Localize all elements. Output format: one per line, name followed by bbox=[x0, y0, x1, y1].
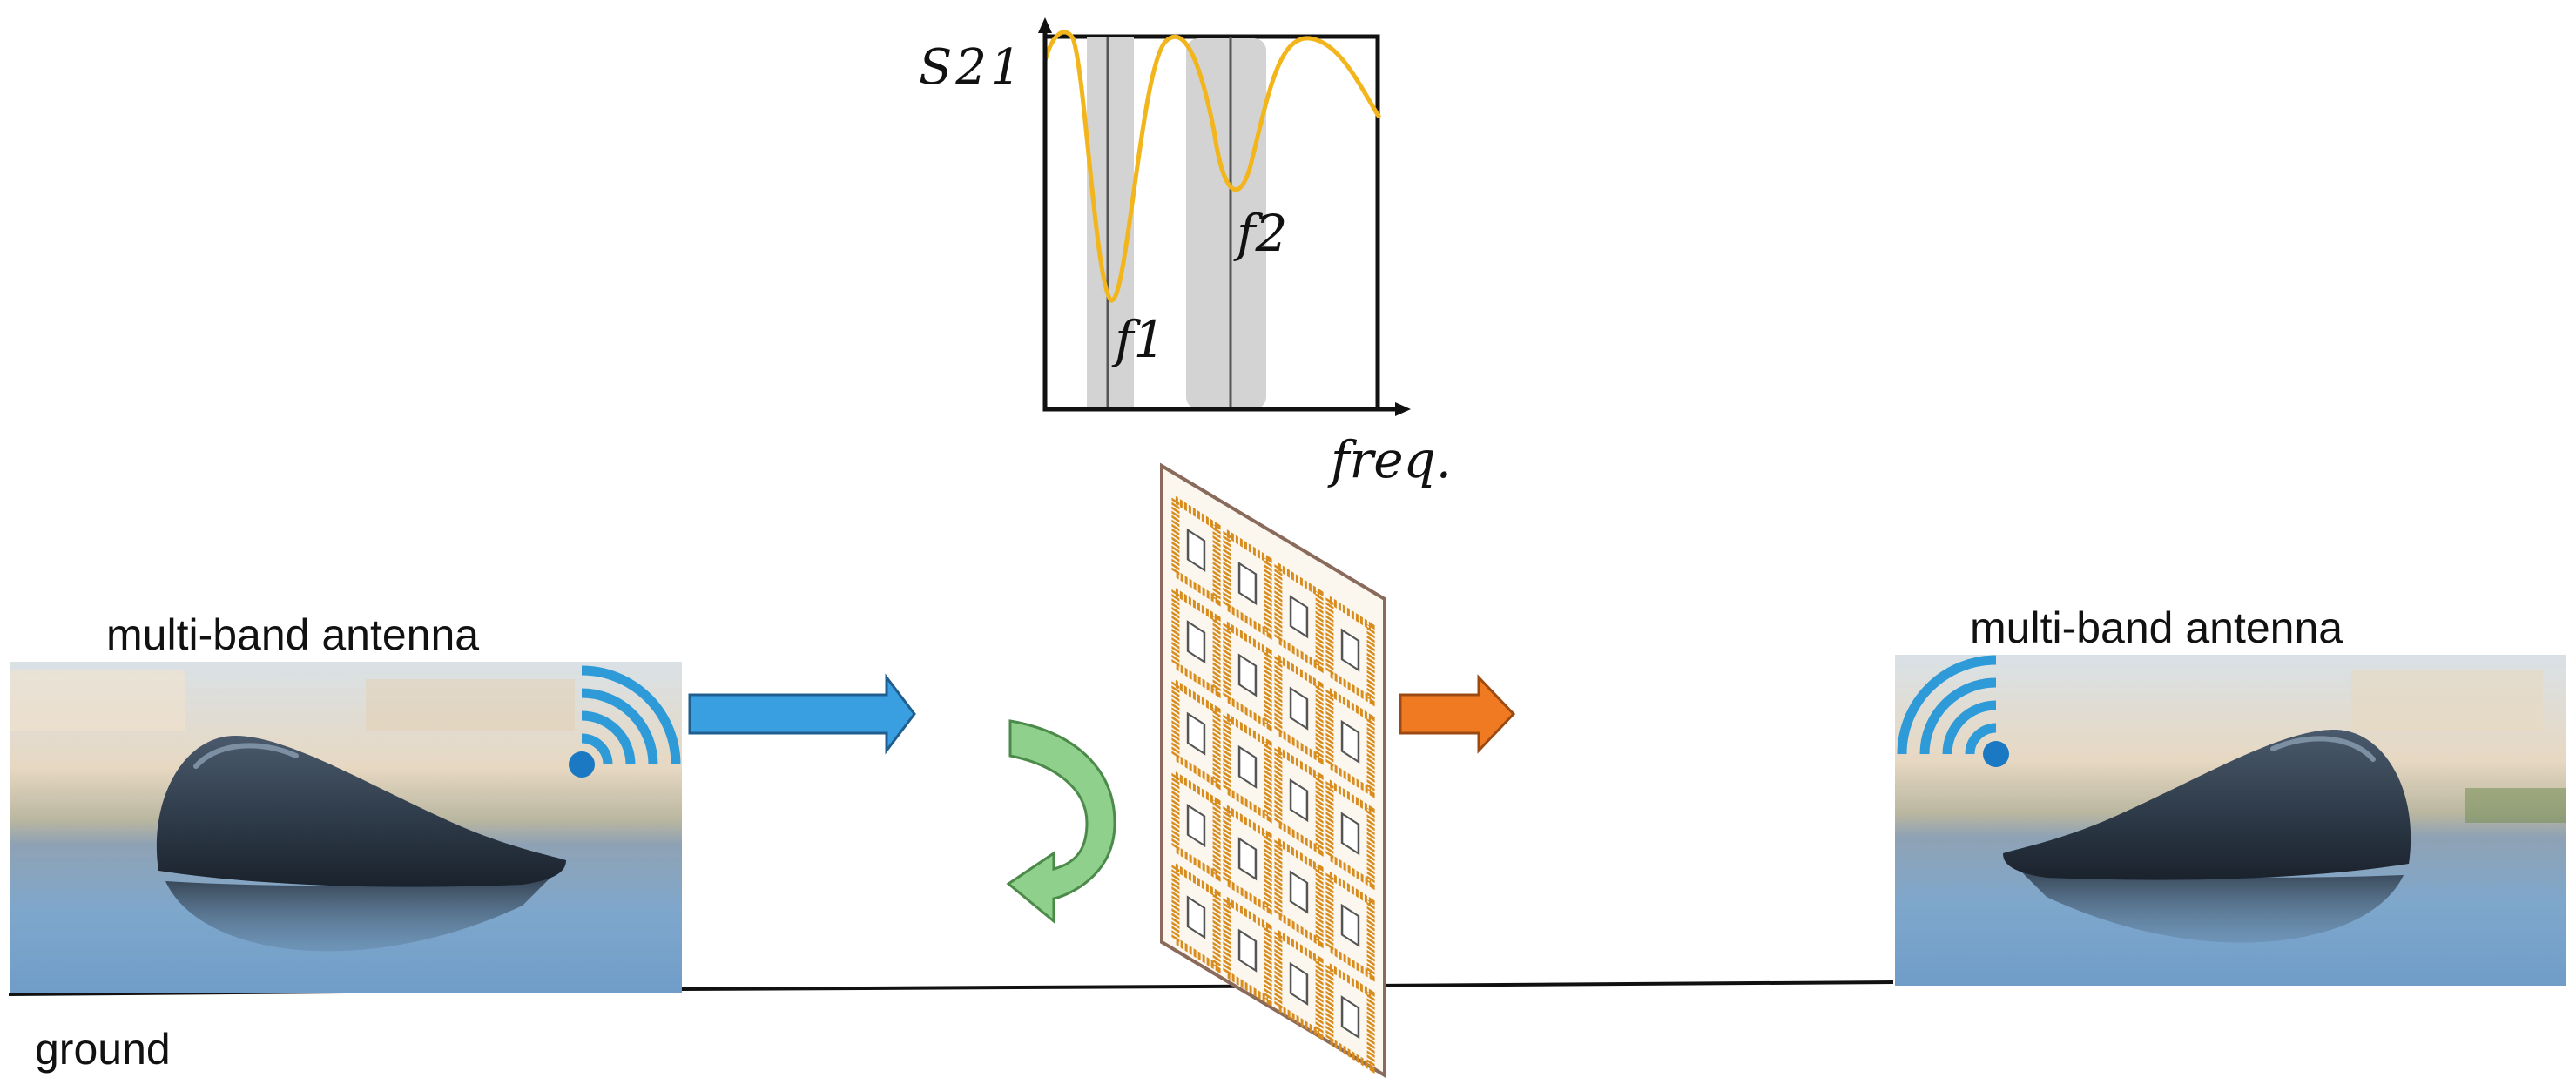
reflected-wave-arrow bbox=[1006, 719, 1116, 925]
fss-unit-cell bbox=[1274, 835, 1324, 949]
antenna-highlight bbox=[2270, 736, 2376, 762]
fss-unit-cell bbox=[1171, 860, 1221, 974]
fss-unit-cell bbox=[1274, 744, 1324, 858]
s21-inset-plot: S21 f1 f2 freq. bbox=[919, 17, 1452, 489]
fss-unit-cells bbox=[1171, 493, 1375, 1074]
fss-unit-cell bbox=[1325, 685, 1375, 798]
band-label-f1: f1 bbox=[1111, 310, 1165, 369]
fss-unit-cell bbox=[1223, 893, 1272, 1007]
antenna-reflection bbox=[165, 871, 557, 952]
fss-unit-cell bbox=[1171, 769, 1221, 882]
photo-blur-left bbox=[10, 670, 185, 731]
fss-unit-cell bbox=[1223, 802, 1272, 916]
shark-fin-antenna bbox=[156, 736, 566, 887]
incident-wave-arrow bbox=[688, 673, 916, 755]
fss-unit-cell bbox=[1223, 710, 1272, 824]
band-label-f2: f2 bbox=[1233, 204, 1287, 263]
transmitted-wave-arrow bbox=[1399, 674, 1516, 754]
ground-label: ground bbox=[35, 1025, 171, 1074]
fss-unit-cell bbox=[1325, 960, 1375, 1074]
antenna-reflection bbox=[2012, 862, 2404, 943]
photo-blur-right bbox=[2351, 670, 2543, 731]
right-antenna-photo bbox=[1895, 655, 2566, 986]
fss-unit-cell bbox=[1325, 777, 1375, 891]
band-shade-f2 bbox=[1186, 38, 1266, 409]
fss-unit-cell bbox=[1171, 493, 1221, 607]
fss-unit-cell bbox=[1325, 868, 1375, 982]
left-antenna-photo bbox=[10, 662, 682, 993]
antenna-highlight bbox=[193, 743, 299, 769]
photo-blur-grass bbox=[2465, 788, 2566, 823]
shark-fin-antenna bbox=[2003, 730, 2411, 880]
fss-unit-cell bbox=[1274, 651, 1324, 765]
fss-unit-cell bbox=[1274, 560, 1324, 674]
fss-unit-cell bbox=[1325, 593, 1375, 707]
fss-unit-cell bbox=[1171, 677, 1221, 791]
wifi-signal-icon bbox=[1897, 655, 2009, 767]
fss-unit-cell bbox=[1274, 927, 1324, 1040]
fss-unit-cell bbox=[1223, 618, 1272, 732]
fss-unit-cell bbox=[1171, 585, 1221, 699]
wifi-signal-icon bbox=[569, 665, 681, 778]
antenna-label-left: multi-band antenna bbox=[106, 610, 479, 659]
photo-blur-mid bbox=[366, 679, 575, 731]
s21-curve bbox=[1042, 30, 1382, 303]
antenna-label-right: multi-band antenna bbox=[1970, 603, 2343, 652]
fss-unit-cell bbox=[1223, 527, 1272, 640]
y-axis-label: S21 bbox=[919, 39, 1025, 96]
x-axis-label: freq. bbox=[1327, 430, 1452, 489]
frequency-selective-surface bbox=[1160, 462, 1386, 1079]
